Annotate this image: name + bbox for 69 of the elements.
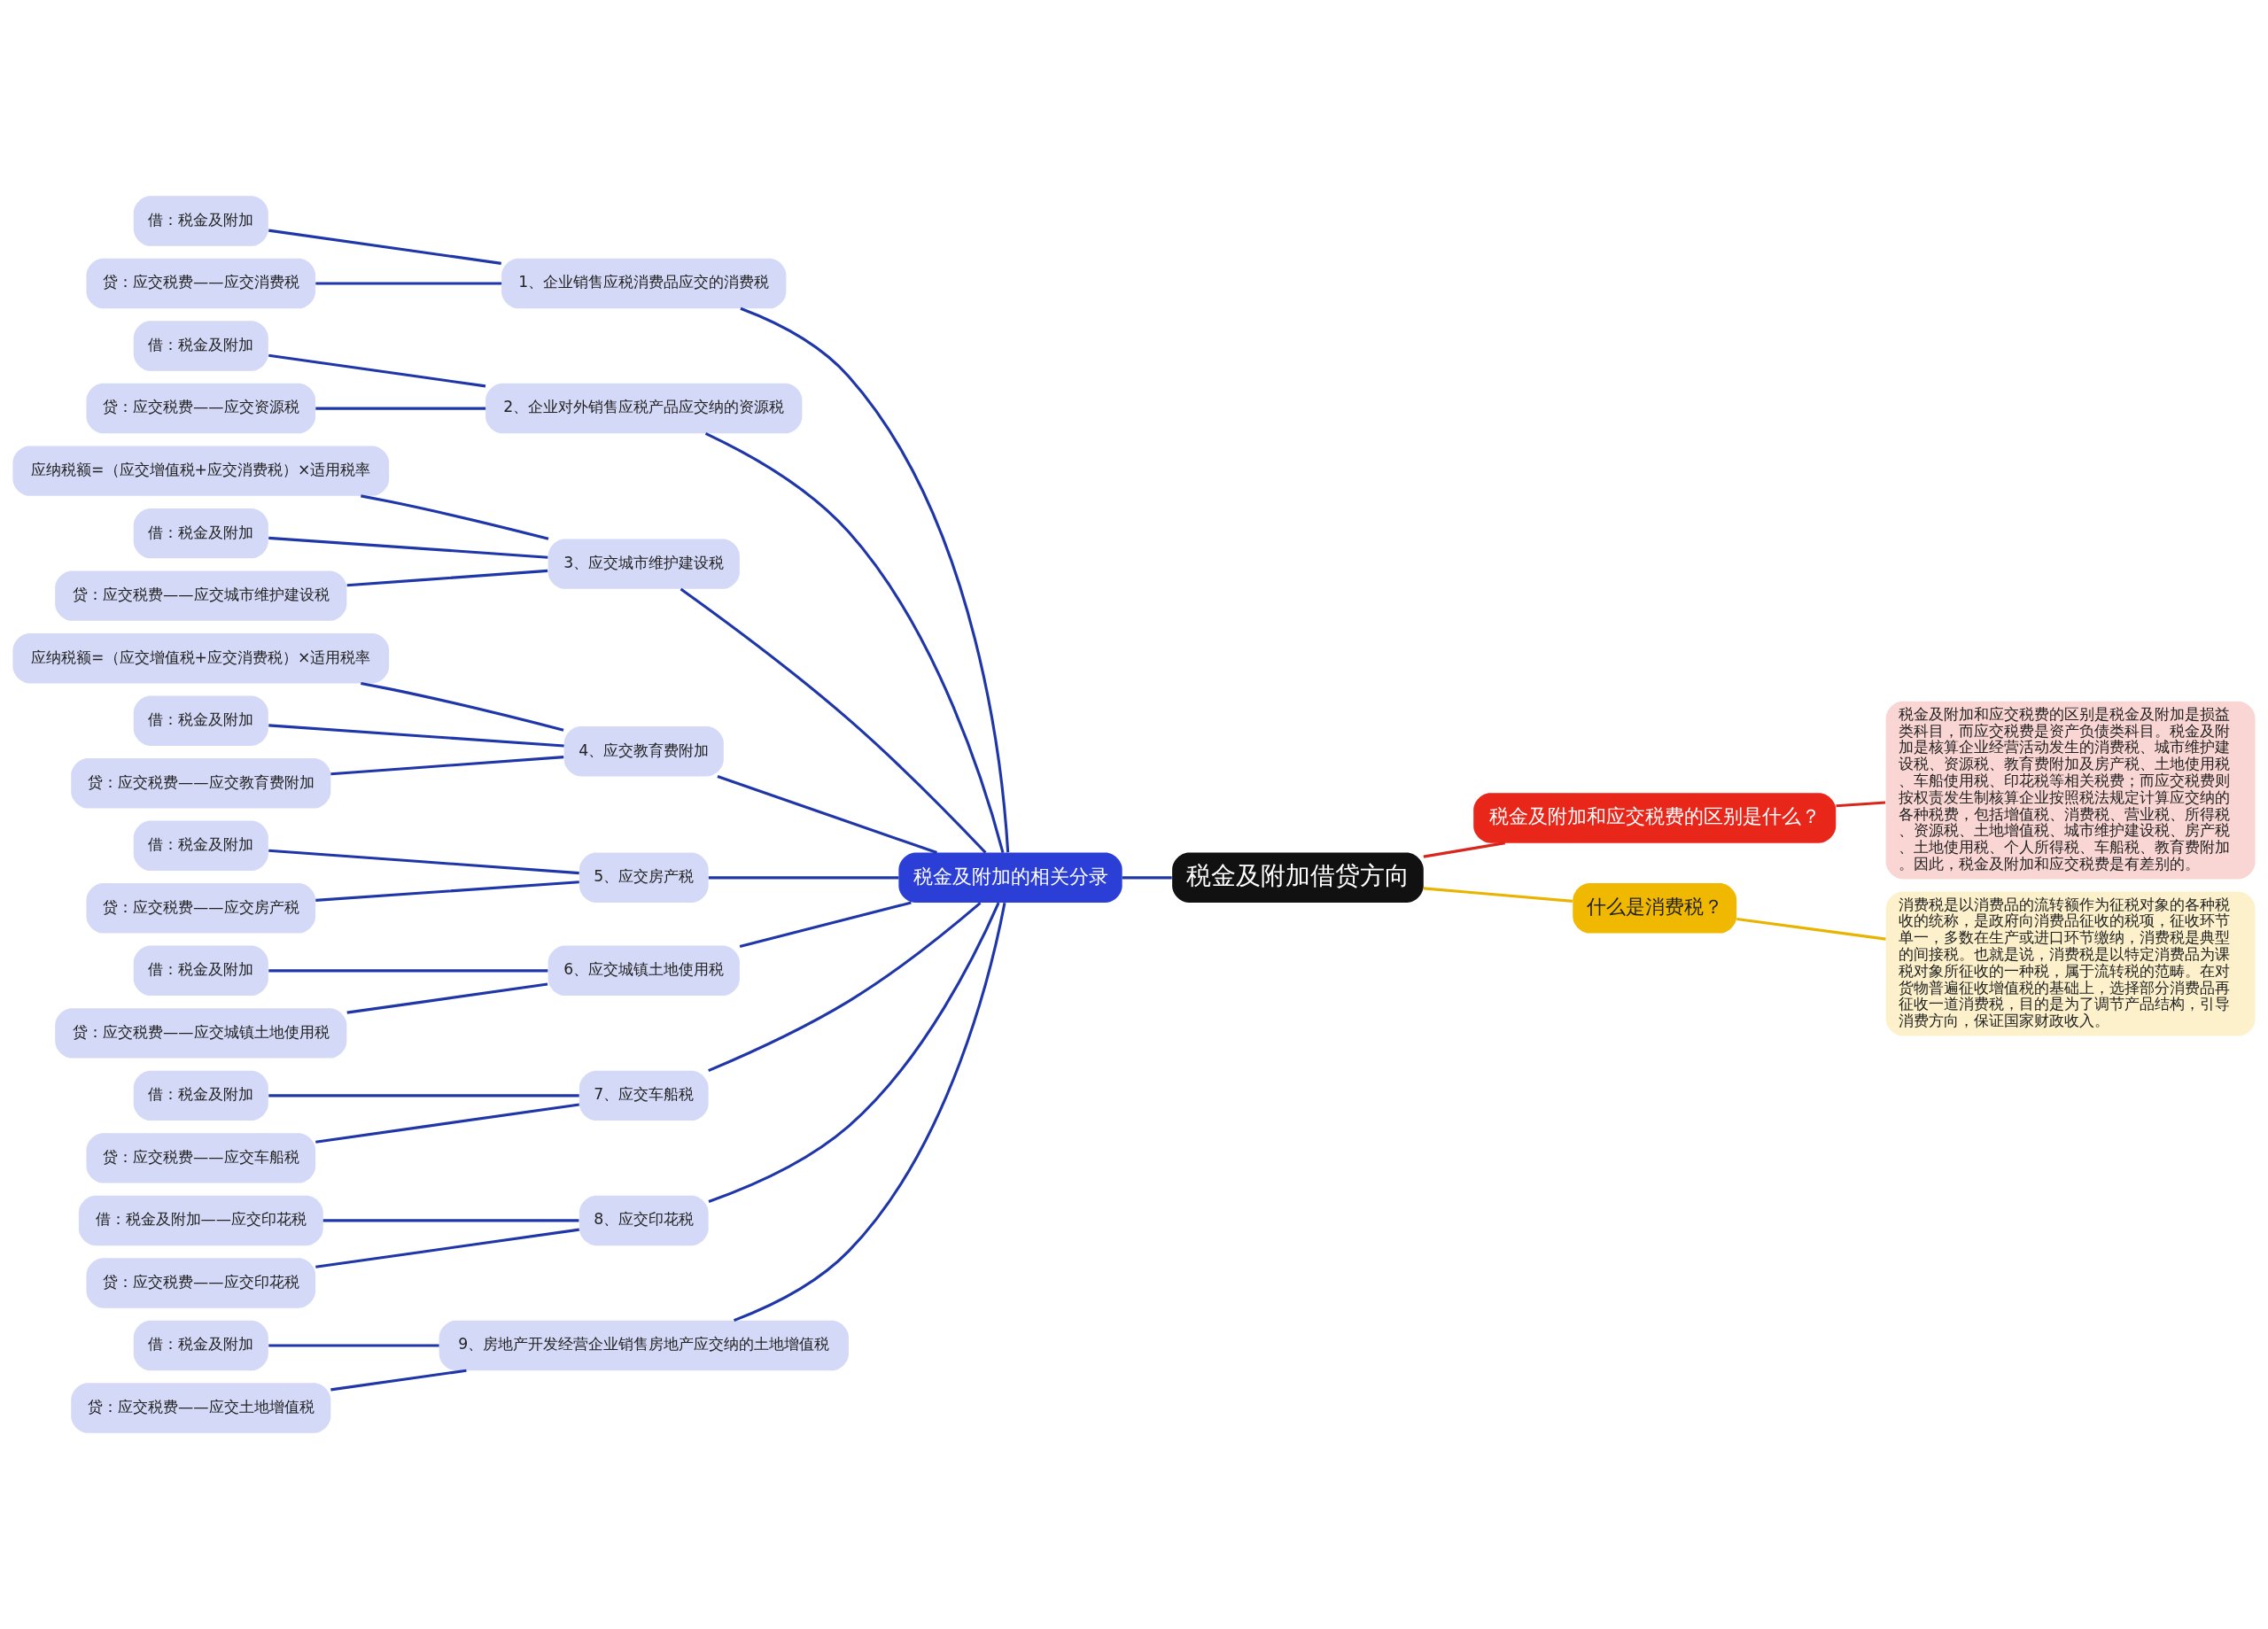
connector (740, 306, 1010, 853)
node-box: 应纳税额=（应交增值税+应交消费税）×适用税率 (12, 632, 390, 684)
node-box: 贷：应交税费——应交城镇土地使用税 (55, 1008, 347, 1059)
connector (717, 775, 937, 854)
connector (268, 353, 486, 388)
connector (315, 407, 486, 410)
node-box: 4、应交教育费附加 (563, 726, 724, 777)
connector (346, 982, 548, 1014)
node-box: 贷：应交税费——应交城市维护建设税 (55, 570, 347, 621)
connector (680, 587, 987, 854)
connector (268, 536, 548, 559)
node-box: 8、应交印花税 (579, 1195, 709, 1246)
node-box: 税金及附加的相关分录 (898, 852, 1122, 903)
connector (268, 1094, 579, 1098)
node-box: 借：税金及附加 (133, 1070, 268, 1121)
node-box: 3、应交城市维护建设税 (548, 539, 740, 589)
node-box: 借：税金及附加 (133, 508, 268, 559)
connector (268, 849, 579, 875)
connector (268, 724, 564, 748)
connector (739, 901, 912, 948)
connector (315, 880, 579, 902)
connector (268, 229, 501, 265)
connector (1423, 887, 1573, 903)
connector (315, 1228, 579, 1268)
node-box: 贷：应交税费——应交资源税 (86, 383, 316, 434)
node-box: 2、企业对外销售应税产品应交纳的资源税 (485, 383, 803, 434)
node-box: 税金及附加和应交税费的区别是税金及附加是损益类科目，而应交税费是资产负债类科目。税金及附加是核算企业经营活动发生的消费税、城市维护建设税、资源税、教育费附加及房产税、土地使用税、车船使用税、印花税等相关税费；而应交税费则按权责发生制核算企业按照税法规定计算应交纳的各种税费，包括增值税、消费税、营业税、所得税、资源税、土地增值税、城市维护建设税、房产税、土地使用税、个人所得税、车船税、教育费附加。因此，税金及附加和应交税费是有差别的。 (1885, 701, 2256, 880)
connector (330, 1369, 467, 1392)
connector (315, 1103, 579, 1144)
node-box: 税金及附加和应交税费的区别是什么？ (1473, 793, 1837, 843)
node-box: 贷：应交税费——应交土地增值税 (71, 1383, 331, 1433)
connector (1836, 801, 1886, 808)
connector (1122, 876, 1172, 880)
node-box: 消费税是以消费品的流转额作为征税对象的各种税收的统称，是政府向消费品征收的税项，征收环节单一，多数在生产或进口环节缴纳，消费税是典型的间接税。也就是说，消费税是以特定消费品为课税对象所征收的一种税，属于流转税的范畴。在对货物普遍征收增值税的基础上，选择部分消费品再征收一道消费税，目的是为了调节产品结构，引导消费方向，保证国家财政收入。 (1885, 891, 2256, 1036)
node-box: 贷：应交税费——应交印花税 (86, 1258, 316, 1308)
connector (733, 903, 1006, 1323)
node-box: 借：税金及附加 (133, 321, 268, 371)
node-box: 应纳税额=（应交增值税+应交消费税）×适用税率 (12, 446, 390, 496)
connector (346, 569, 548, 587)
connector (315, 282, 502, 285)
connector (708, 902, 982, 1073)
node-box: 借：税金及附加 (133, 695, 268, 746)
node-box: 借：税金及附加 (133, 1320, 268, 1371)
node-box: 什么是消费税？ (1573, 883, 1737, 934)
connector (704, 431, 1005, 853)
node-box: 借：税金及附加 (133, 820, 268, 871)
node-box: 贷：应交税费——应交车船税 (86, 1133, 316, 1183)
connector (708, 876, 899, 880)
node-box: 贷：应交税费——应交消费税 (86, 258, 316, 309)
node-box: 借：税金及附加 (133, 196, 268, 246)
node-box: 借：税金及附加——应交印花税 (78, 1195, 323, 1246)
node-box: 贷：应交税费——应交教育费附加 (71, 758, 331, 809)
node-box: 借：税金及附加 (133, 945, 268, 997)
node-box: 7、应交车船税 (579, 1070, 709, 1121)
connector (1423, 842, 1505, 858)
node-box: 1、企业销售应税消费品应交的消费税 (501, 258, 787, 309)
node-box: 税金及附加借贷方向 (1172, 852, 1424, 903)
node-box: 6、应交城镇土地使用税 (548, 945, 740, 997)
connector (361, 681, 564, 732)
node-box: 贷：应交税费——应交房产税 (86, 883, 316, 934)
connector (268, 1344, 439, 1347)
connector (1736, 917, 1886, 941)
node-box: 5、应交房产税 (579, 852, 709, 903)
node-box: 9、房地产开发经营企业销售房地产应交纳的土地增值税 (439, 1320, 849, 1371)
connector (361, 494, 549, 540)
connector (322, 1219, 579, 1222)
connector (268, 969, 548, 973)
connector (330, 756, 564, 776)
connector (708, 902, 1000, 1203)
